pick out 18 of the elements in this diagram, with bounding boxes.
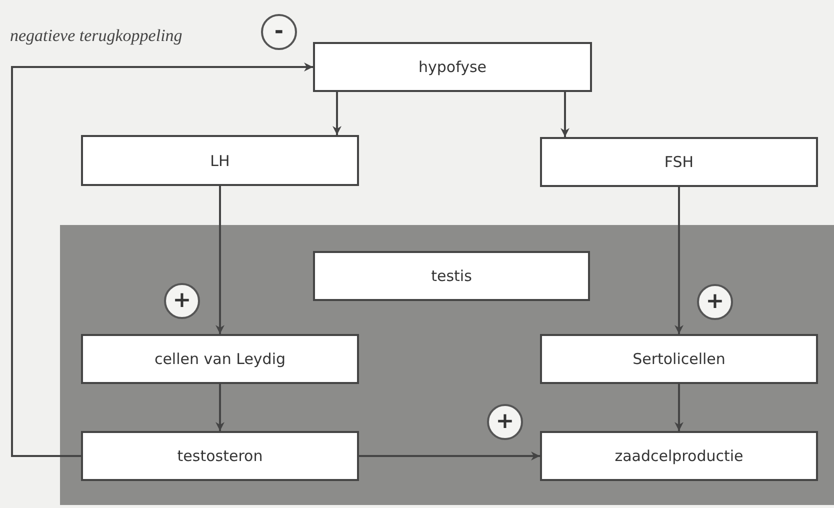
process-box: Sertolicellen (540, 334, 818, 384)
process-box: LH (81, 135, 359, 186)
process-box: cellen van Leydig (81, 334, 359, 384)
process-box: hypofyse (313, 42, 592, 92)
annotation-label: negatieve terugkoppeling (10, 26, 182, 46)
arrow (560, 92, 570, 137)
arrow (332, 92, 342, 135)
process-box: testosteron (81, 431, 359, 481)
process-box: FSH (540, 137, 818, 187)
process-box: zaadcelproductie (540, 431, 818, 481)
arrow (359, 452, 540, 460)
arrow (216, 384, 224, 431)
arrow (216, 186, 224, 334)
process-box: testis (313, 251, 590, 301)
arrow (11, 62, 313, 457)
arrow (674, 384, 684, 431)
sign-circle: - (261, 14, 297, 50)
arrow (674, 187, 684, 334)
